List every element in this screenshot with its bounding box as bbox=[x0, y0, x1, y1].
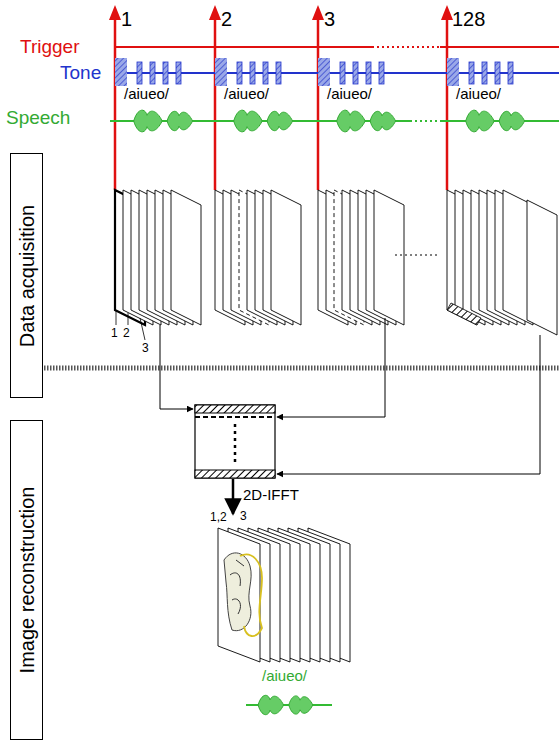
trigger-arrowhead bbox=[209, 5, 221, 20]
trigger-arrowhead bbox=[109, 5, 121, 20]
leader-line bbox=[140, 318, 145, 340]
speech-waveform bbox=[258, 695, 284, 714]
tone-pulse bbox=[495, 62, 500, 84]
ifft-arrow bbox=[232, 479, 235, 514]
trigger-line bbox=[440, 46, 559, 48]
trigger-arrow bbox=[214, 18, 217, 190]
tone-block bbox=[447, 58, 459, 86]
signal-name: Speech bbox=[6, 108, 70, 129]
k-space-line bbox=[195, 470, 275, 478]
tone-pulse bbox=[150, 62, 155, 84]
image-frame bbox=[271, 190, 301, 325]
k-space-line bbox=[195, 405, 275, 413]
speech-label: /aiueo/ bbox=[327, 86, 372, 103]
tone-pulse bbox=[137, 62, 142, 84]
trigger-number: 1 bbox=[121, 8, 132, 30]
speech-waveform bbox=[234, 110, 263, 132]
k-space-matrix bbox=[195, 405, 275, 478]
tone-pulse bbox=[276, 62, 281, 84]
vocal-tract-image bbox=[224, 553, 251, 631]
trigger-number: 2 bbox=[221, 8, 232, 30]
speech-waveform bbox=[267, 111, 293, 130]
tone-pulse bbox=[340, 62, 345, 84]
acquisition-arrow bbox=[160, 325, 193, 409]
acquisition-arrow bbox=[277, 335, 540, 474]
separator bbox=[35, 366, 559, 371]
speech-waveform bbox=[289, 696, 313, 714]
frame-number: 2 bbox=[123, 327, 130, 340]
trigger-line bbox=[372, 46, 440, 48]
frame-number: 3 bbox=[142, 342, 149, 355]
frame-number: 1 bbox=[111, 327, 118, 340]
speech-line bbox=[410, 120, 442, 122]
tone-pulse bbox=[237, 62, 242, 84]
trigger-number: 3 bbox=[324, 8, 335, 30]
image-frame bbox=[374, 190, 404, 325]
trigger-line bbox=[115, 46, 372, 48]
tone-pulse bbox=[353, 62, 358, 84]
frame-number: 1,2 bbox=[210, 511, 227, 524]
section-title: Image reconstruction bbox=[15, 487, 38, 674]
section-box: Data acquisition bbox=[10, 153, 43, 398]
speech-waveform bbox=[499, 111, 524, 130]
k-space-dots bbox=[234, 424, 237, 464]
tone-pulse bbox=[508, 62, 513, 84]
speech-label: /aiueo/ bbox=[224, 86, 269, 103]
section-title: Data acquisition bbox=[15, 204, 38, 346]
speech-waveform bbox=[337, 110, 366, 132]
speech-label: /aiueo/ bbox=[124, 86, 169, 103]
tone-block bbox=[318, 58, 330, 86]
tone-pulse bbox=[176, 62, 181, 84]
process-label: 2D-IFFT bbox=[243, 487, 299, 504]
k-space-line bbox=[195, 416, 275, 418]
leader-line bbox=[128, 313, 129, 325]
image-frame bbox=[171, 190, 201, 325]
speech-waveform bbox=[370, 111, 396, 130]
dotted-continuation bbox=[395, 255, 440, 256]
speech-waveform bbox=[466, 110, 495, 132]
tone-pulse bbox=[379, 62, 384, 84]
hatched-frame-edge bbox=[447, 303, 481, 325]
trigger-number: 128 bbox=[452, 8, 485, 30]
trigger-arrow bbox=[114, 18, 117, 190]
tone-line bbox=[115, 72, 559, 74]
frame-number: 3 bbox=[240, 510, 247, 523]
tone-pulse bbox=[250, 62, 255, 84]
tone-pulse bbox=[163, 62, 168, 84]
vocal-tract-contour bbox=[240, 554, 262, 636]
trigger-arrowhead bbox=[441, 5, 453, 20]
tone-pulse bbox=[366, 62, 371, 84]
tone-pulse bbox=[263, 62, 268, 84]
image-frame bbox=[218, 528, 260, 662]
signal-name: Tone bbox=[60, 63, 101, 84]
tone-block bbox=[215, 58, 227, 86]
acquisition-arrow bbox=[277, 318, 385, 417]
speech-label: /aiueo/ bbox=[456, 86, 501, 103]
vocal-tract-image bbox=[230, 560, 244, 614]
speech-label: /aiueo/ bbox=[262, 668, 307, 685]
speech-waveform bbox=[167, 111, 193, 130]
tone-pulse bbox=[469, 62, 474, 84]
speech-waveform bbox=[134, 110, 163, 132]
signal-name: Trigger bbox=[20, 37, 79, 58]
trigger-arrow bbox=[446, 18, 449, 190]
section-box: Image reconstruction bbox=[10, 420, 43, 740]
trigger-arrowhead bbox=[312, 5, 324, 20]
image-frame bbox=[527, 200, 557, 335]
leader-line bbox=[116, 311, 117, 325]
tone-pulse bbox=[482, 62, 487, 84]
tone-block bbox=[115, 58, 127, 86]
trigger-arrow bbox=[317, 18, 320, 190]
